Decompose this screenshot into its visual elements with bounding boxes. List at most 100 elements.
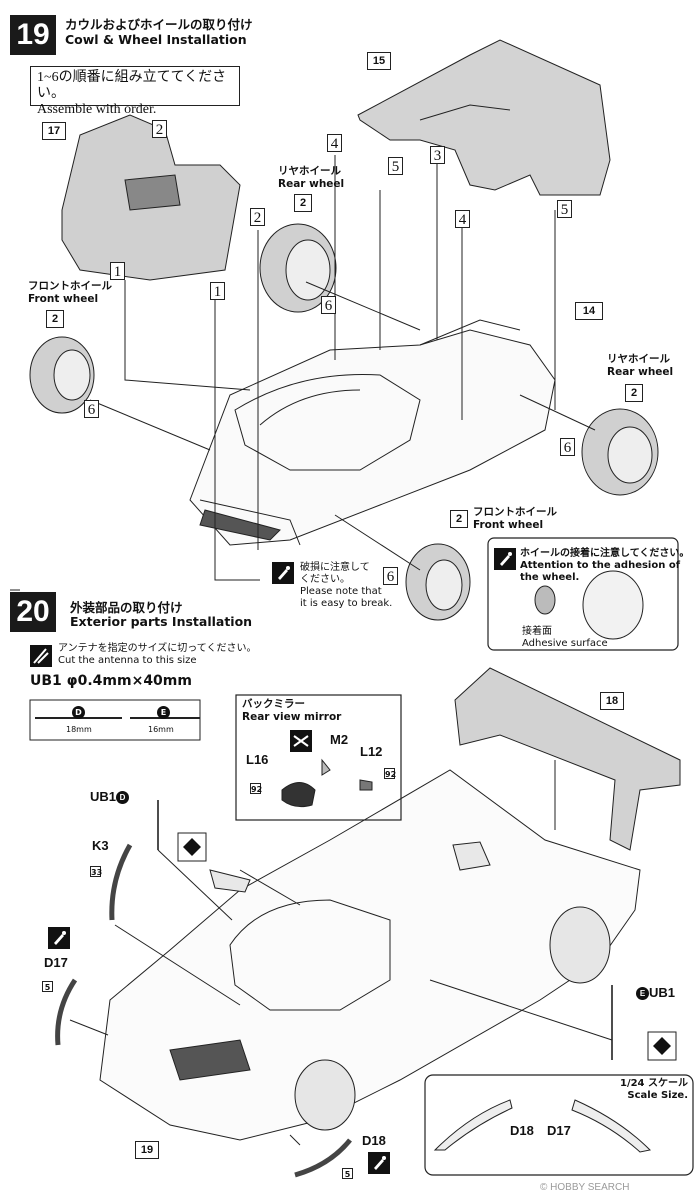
antenna-d-length: 18mm (66, 725, 92, 734)
caution-jp-1: 破損に注意して (300, 562, 370, 573)
rear-wheel-en: Rear wheel (607, 366, 674, 378)
part-d18-label: D18 (362, 1133, 386, 1148)
part-m2-label: M2 (330, 732, 349, 747)
glue-icon (290, 730, 312, 752)
part-19-label: 19 (135, 1141, 159, 1159)
step-19-title-jp: カウルおよびホイールの取り付け (65, 17, 253, 32)
step-19-badge: 19 (10, 15, 56, 55)
order-2-marker: 2 (152, 120, 167, 138)
mirror-en: Rear view mirror (242, 711, 342, 723)
antenna-e-length: 16mm (148, 725, 174, 734)
order-5-marker: 5 (557, 200, 572, 218)
adhesive-en: Adhesive surface (522, 638, 608, 649)
adhesive-jp: 接着面 (522, 626, 552, 637)
part-2-label: 2 (46, 310, 64, 328)
adhesion-jp: ホイールの接着に注意してください。 (520, 548, 690, 559)
ub1-text: UB1 (649, 985, 676, 1000)
caution-icon (368, 1152, 390, 1174)
antenna-d-marker: D (72, 702, 85, 721)
caution-break-icon (272, 562, 294, 584)
rear-wheel-jp: リヤホイール (278, 165, 341, 177)
part-14-label: 14 (575, 302, 603, 320)
adhesion-note: ホイールの接着に注意してください。 Attention to the adhes… (520, 548, 700, 584)
cut-tool-icon (30, 645, 52, 667)
assembly-order-note-en: Assemble with order. (37, 102, 157, 117)
step-19-title-en: Cowl & Wheel Installation (65, 32, 247, 47)
step-20-badge: 20 (10, 592, 56, 632)
scale-d17-label: D17 (547, 1123, 571, 1138)
order-5-marker: 5 (388, 157, 403, 175)
part-l16-label: L16 (246, 752, 269, 767)
front-wheel-en: Front wheel (473, 519, 544, 531)
caution-en-2: it is easy to break. (300, 598, 393, 609)
rear-wheel-jp: リヤホイール (607, 353, 670, 365)
part-2-label: 2 (294, 194, 312, 212)
d-letter: D (116, 791, 130, 805)
front-wheel-en: Front wheel (28, 293, 99, 305)
antenna-en: Cut the antenna to this size (58, 655, 197, 666)
paint-92-badge: 92 (250, 783, 263, 794)
caution-jp-2: ください。 (300, 574, 350, 585)
d-letter: D (72, 706, 85, 719)
step-20-title-en: Exterior parts Installation (70, 614, 253, 629)
e-letter: E (636, 987, 649, 1001)
paint-33-badge: 33 (90, 866, 103, 877)
part-l12-label: L12 (360, 744, 383, 759)
scale-jp: 1/24 スケール (619, 1078, 688, 1089)
paint-5-badge: 5 (42, 981, 53, 992)
paint-92-badge: 92 (384, 768, 397, 779)
caution-adhesion-icon (494, 548, 516, 570)
order-4-marker: 4 (455, 210, 470, 228)
order-1-marker: 1 (110, 262, 125, 280)
part-15-label: 15 (367, 52, 391, 70)
adhesive-surface-label: 接着面 Adhesive surface (522, 626, 608, 650)
step-20-title-jp: 外装部品の取り付け (70, 600, 183, 615)
caution-en-1: Please note that (300, 586, 382, 597)
diamond-marker-icon (177, 832, 677, 1061)
order-6-marker: 6 (84, 400, 99, 418)
antenna-jp: アンテナを指定のサイズに切ってください。 (58, 643, 257, 654)
antenna-spec: UB1 φ0.4mm×40mm (30, 673, 192, 689)
assembly-order-note-jp: 1~6の順番に組み立ててください。 (37, 70, 227, 101)
part-k3-label: K3 (92, 838, 109, 853)
order-2-marker: 2 (250, 208, 265, 226)
rear-wheel-label-right: リヤホイール Rear wheel (607, 353, 673, 379)
antenna-spec-size: φ0.4mm×40mm (66, 673, 192, 689)
order-4-marker: 4 (327, 134, 342, 152)
front-wheel-jp: フロントホイール (473, 506, 557, 518)
rear-wheel-label-top: リヤホイール Rear wheel (278, 165, 344, 191)
order-6-marker: 6 (560, 438, 575, 456)
front-wheel-jp: フロントホイール (28, 280, 112, 292)
ub1-text: UB1 (90, 789, 117, 804)
front-wheel-label-bottom: フロントホイール Front wheel (473, 506, 557, 532)
order-1-marker: 1 (210, 282, 225, 300)
order-6-marker: 6 (321, 296, 336, 314)
watermark: © HOBBY SEARCH (540, 1182, 630, 1193)
paint-5-badge: 5 (342, 1168, 353, 1179)
part-d17-label: D17 (44, 955, 68, 970)
antenna-note: アンテナを指定のサイズに切ってください。 Cut the antenna to … (58, 643, 257, 667)
rear-view-mirror-label: バックミラー Rear view mirror (242, 698, 341, 724)
order-3-marker: 3 (430, 146, 445, 164)
part-18-label: 18 (600, 692, 624, 710)
antenna-spec-part: UB1 (30, 673, 62, 689)
assembly-order-note: 1~6の順番に組み立ててください。 Assemble with order. (30, 66, 240, 117)
antenna-e-marker: E (157, 702, 170, 721)
scale-size-label: 1/24 スケール Scale Size. (610, 1078, 688, 1102)
e-letter: E (157, 706, 170, 719)
rear-wheel-en: Rear wheel (278, 178, 345, 190)
adhesion-en: Attention to the adhesion of the wheel. (520, 560, 681, 583)
scale-en: Scale Size. (627, 1090, 688, 1101)
scale-d18-label: D18 (510, 1123, 534, 1138)
caution-icon (48, 927, 70, 949)
order-6-marker: 6 (383, 567, 398, 585)
part-2-label: 2 (625, 384, 643, 402)
part-2-label: 2 (450, 510, 468, 528)
mirror-jp: バックミラー (242, 698, 305, 710)
caution-break-text: 破損に注意して ください。 Please note that it is eas… (300, 562, 392, 610)
part-17-label: 17 (42, 122, 66, 140)
front-wheel-label-left: フロントホイール Front wheel (28, 280, 112, 306)
